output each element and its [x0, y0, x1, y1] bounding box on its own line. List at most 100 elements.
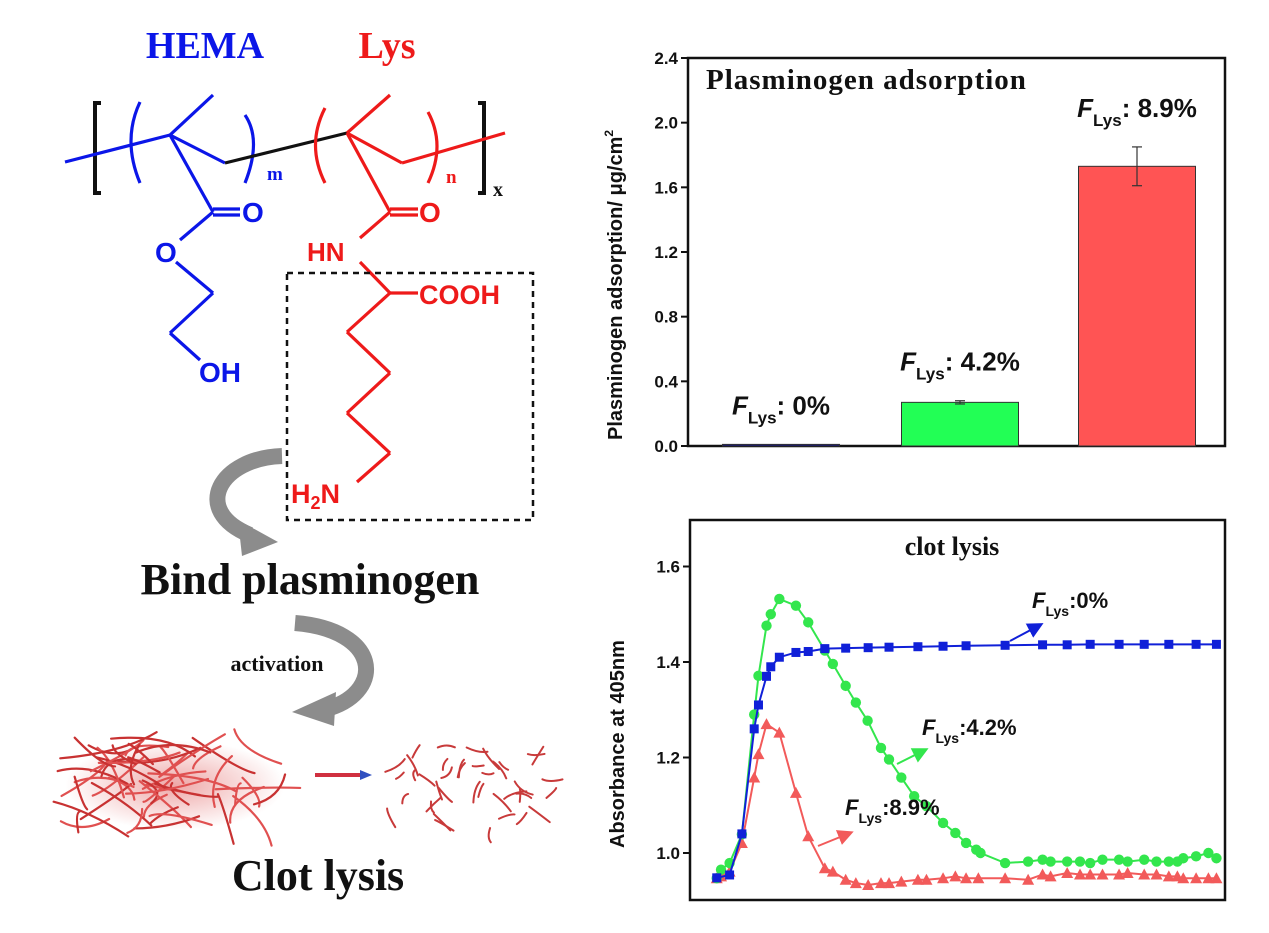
data-point-circle [1084, 857, 1096, 869]
data-point-square [1000, 640, 1010, 650]
fibrin-strand [59, 731, 158, 760]
annotation-arrow-1 [896, 748, 929, 765]
annotation-label-1: FLys:4.2% [922, 715, 1017, 746]
curved-arrow-icon [292, 615, 374, 726]
data-point-triangle [1121, 867, 1134, 879]
data-point-circle [765, 609, 776, 620]
data-point-square [737, 829, 747, 839]
data-point-square [803, 646, 813, 656]
fibrin-fragment [432, 812, 452, 832]
fibrin-fragment [412, 769, 417, 782]
data-point-circle [1211, 853, 1222, 864]
y-tick-label: 1.6 [656, 558, 680, 577]
data-point-circle [1074, 856, 1086, 867]
data-point-triangle [818, 862, 831, 874]
left-bracket [93, 101, 101, 195]
fibrin-fragment [425, 796, 442, 813]
data-point-triangle [972, 872, 985, 884]
data-point-circle [921, 801, 932, 812]
hema-carbonyl-o: O [242, 197, 264, 228]
fibrin-strand [73, 736, 117, 768]
fibrin-strand [192, 745, 222, 770]
annotation-label-2: FLys:8.9% [845, 795, 940, 826]
fibrin-fragment [436, 744, 456, 749]
fibrin-strand [109, 736, 197, 758]
error-bar [955, 400, 965, 405]
data-point-circle [1190, 851, 1202, 862]
fibrin-fragment [515, 792, 533, 800]
lys-amide-hn: HN [307, 237, 345, 267]
fibrin-strand [142, 775, 176, 803]
fibrin-fragment [513, 780, 534, 796]
fibrin-fragment [492, 792, 512, 813]
y-tick-label: 0.0 [654, 437, 678, 456]
data-point-square [1114, 639, 1124, 649]
data-point-triangle [1150, 868, 1163, 880]
y-tick-label: 1.2 [656, 749, 680, 768]
data-point-square [1085, 639, 1095, 649]
data-point-triangle [1061, 867, 1074, 879]
data-point-triangle [1044, 870, 1057, 882]
data-point-square [1191, 639, 1201, 649]
data-point-square [774, 652, 784, 662]
data-point-circle [1122, 856, 1133, 867]
data-point-triangle [1190, 872, 1203, 884]
fibrin-fragment [503, 790, 528, 800]
fibrin-fragment [401, 792, 410, 805]
data-point-triangle [789, 786, 802, 798]
fibrin-strand [211, 755, 234, 808]
data-point-triangle [1138, 868, 1151, 880]
data-point-circle [999, 857, 1011, 869]
y-tick-label: 1.4 [656, 653, 680, 672]
data-point-triangle [874, 877, 887, 889]
fibrin-fragment [437, 786, 453, 803]
fibrin-strand [129, 743, 141, 786]
series-annotations: FLys:0% FLys:4.2% FLys:8.9% [817, 588, 1108, 847]
fibrin-strand [141, 770, 207, 790]
data-point-circle [827, 658, 839, 670]
fibrin-strand [90, 781, 153, 827]
data-point-triangle [895, 875, 908, 887]
series-1 [711, 593, 1222, 884]
data-point-triangle [1162, 870, 1175, 882]
bar-data-label: FLys: 4.2% [900, 347, 1020, 384]
data-point-circle [715, 864, 727, 875]
data-point-triangle [752, 748, 765, 760]
repeat-x: x [493, 179, 503, 201]
line-chart-frame [688, 518, 1227, 902]
fibrin-strand [148, 813, 213, 827]
fibrin-fragment [429, 800, 435, 814]
data-point-circle [1061, 856, 1073, 867]
fibrin-fragment [498, 761, 510, 771]
data-point-circle [960, 837, 972, 849]
data-point-circle [1097, 854, 1108, 865]
fibrin-strand [169, 781, 190, 806]
y-tick-label: 0.4 [654, 372, 678, 391]
data-point-triangle [1022, 873, 1035, 885]
data-point-circle [1139, 854, 1150, 865]
data-point-triangle [1113, 868, 1126, 880]
fibrin-strand [234, 782, 242, 807]
data-point-circle [896, 772, 907, 783]
bar-data-label: FLys: 0% [732, 390, 830, 427]
data-point-square [913, 642, 923, 652]
fibrin-strand [142, 793, 168, 818]
fibrin-strand [135, 743, 212, 754]
fibrin-strand [214, 786, 302, 791]
error-bar [1132, 146, 1142, 187]
series-0 [712, 639, 1221, 883]
fibrin-strand [158, 733, 226, 778]
data-point-square [938, 641, 948, 651]
hema-ester-o: O [155, 237, 177, 268]
y-tick-label: 1.0 [656, 844, 680, 863]
data-point-triangle [999, 872, 1012, 884]
data-point-square [1164, 639, 1174, 649]
fibrin-strand [52, 800, 130, 838]
data-point-triangle [937, 872, 950, 884]
bar-chart-y-label: Plasminogen adsorption/ μg/cm2 [602, 130, 627, 440]
fibrin-strand [232, 794, 273, 847]
bar-data-label: FLys: 8.9% [1077, 93, 1197, 130]
line-chart-y-label: Absorbance at 405nm [607, 640, 629, 848]
data-point-triangle [826, 865, 839, 877]
